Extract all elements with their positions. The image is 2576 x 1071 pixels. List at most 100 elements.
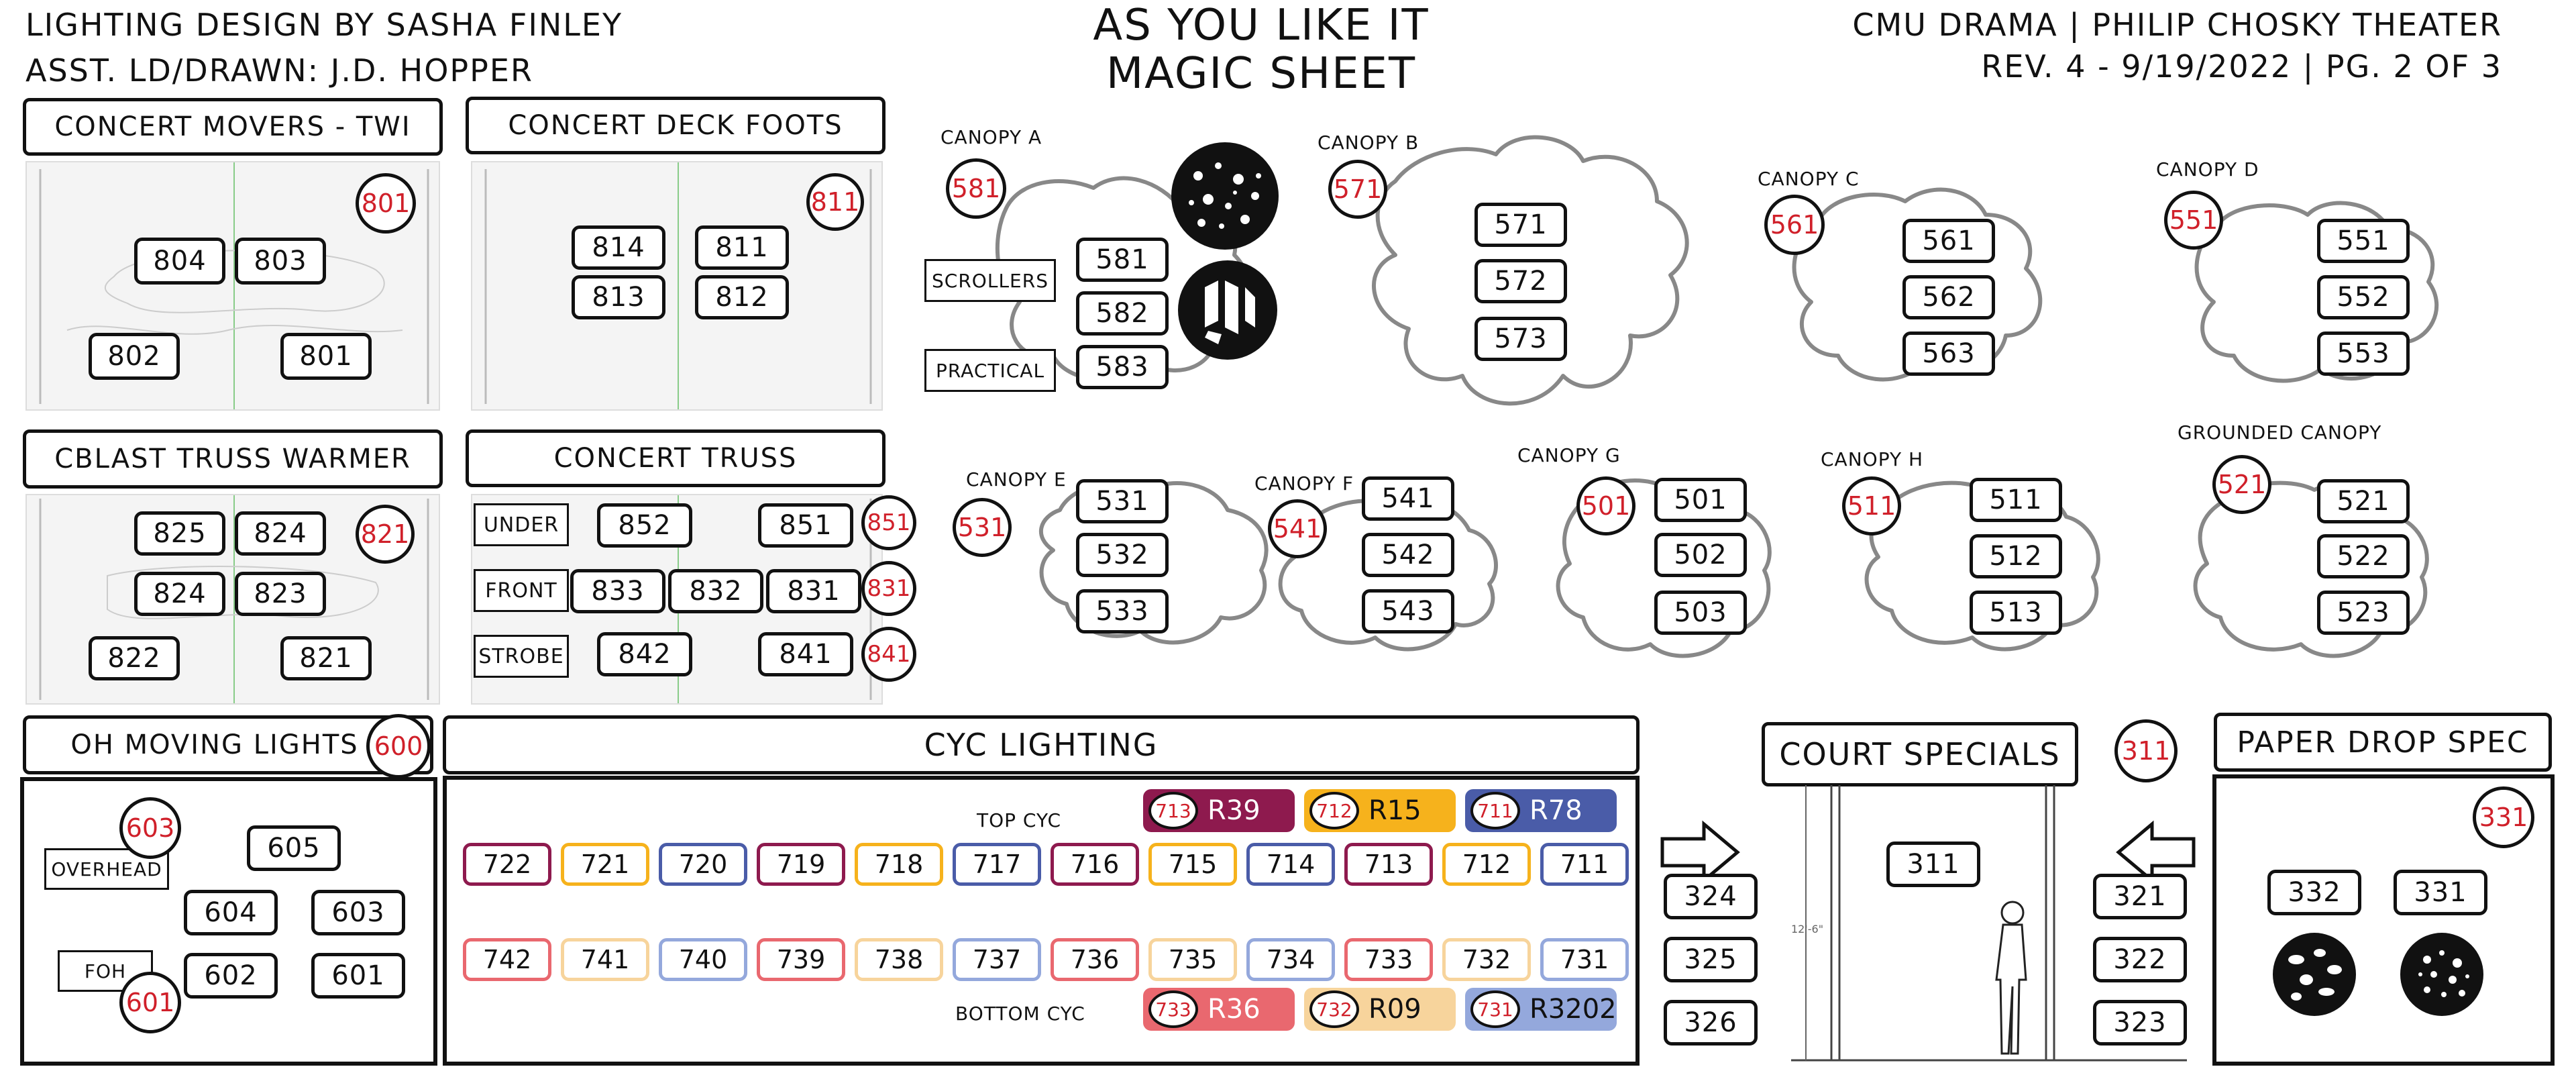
canopy-h-channel[interactable]: 513 — [1970, 591, 2062, 635]
truss-channel[interactable]: 833 — [570, 569, 665, 613]
canopy-d-channel[interactable]: 552 — [2317, 275, 2410, 319]
deck-group[interactable]: 811 — [806, 173, 864, 231]
oh-channel[interactable]: 605 — [247, 825, 341, 871]
cblast-channel[interactable]: 822 — [89, 636, 180, 680]
canopy-h-channel[interactable]: 511 — [1970, 478, 2062, 522]
court-right-channel[interactable]: 323 — [2093, 1000, 2187, 1046]
deck-channel[interactable]: 814 — [572, 225, 665, 270]
canopy-a-channel[interactable]: 581 — [1076, 238, 1169, 282]
grounded-canopy-channel[interactable]: 522 — [2317, 534, 2410, 578]
cyc-top-channel[interactable]: 711 — [1540, 843, 1629, 886]
canopy-f-channel[interactable]: 541 — [1362, 476, 1454, 521]
oh-overhead-group[interactable]: 603 — [119, 797, 181, 859]
grounded-canopy-channel[interactable]: 523 — [2317, 591, 2410, 635]
movers-channel[interactable]: 802 — [89, 333, 180, 380]
cyc-bottom-channel[interactable]: 733 — [1344, 938, 1433, 981]
cblast-channel[interactable]: 821 — [280, 636, 372, 680]
cyc-bottom-channel[interactable]: 737 — [953, 938, 1041, 981]
canopy-c-channel[interactable]: 561 — [1902, 219, 1995, 263]
oh-channel[interactable]: 602 — [184, 953, 278, 999]
cyc-top-channel[interactable]: 720 — [659, 843, 747, 886]
canopy-g-channel[interactable]: 502 — [1654, 533, 1747, 577]
cyc-bottom-channel[interactable]: 735 — [1148, 938, 1237, 981]
canopy-e-channel[interactable]: 532 — [1076, 533, 1169, 577]
court-right-channel[interactable]: 322 — [2093, 937, 2187, 982]
oh-channel[interactable]: 601 — [311, 953, 405, 999]
truss-channel[interactable]: 841 — [758, 632, 853, 676]
truss-channel[interactable]: 852 — [597, 503, 692, 548]
cyc-bottom-channel[interactable]: 732 — [1442, 938, 1531, 981]
grounded-canopy-channel[interactable]: 521 — [2317, 479, 2410, 523]
oh-channel[interactable]: 603 — [311, 890, 405, 935]
canopy-f-group[interactable]: 541 — [1268, 499, 1327, 558]
oh-foh-group[interactable]: 601 — [119, 972, 181, 1033]
movers-channel[interactable]: 801 — [280, 333, 372, 380]
cyc-top-channel[interactable]: 716 — [1051, 843, 1139, 886]
court-left-channel[interactable]: 325 — [1664, 937, 1758, 982]
movers-group[interactable]: 801 — [356, 173, 416, 234]
cyc-top-channel[interactable]: 718 — [855, 843, 943, 886]
truss-group[interactable]: 831 — [861, 561, 916, 616]
canopy-g-channel[interactable]: 501 — [1654, 478, 1747, 522]
cblast-channel[interactable]: 824 — [134, 572, 225, 616]
movers-channel[interactable]: 804 — [134, 238, 225, 285]
canopy-h-channel[interactable]: 512 — [1970, 534, 2062, 578]
oh-channel[interactable]: 604 — [184, 890, 278, 935]
cyc-top-channel[interactable]: 715 — [1148, 843, 1237, 886]
court-left-channel[interactable]: 326 — [1664, 1000, 1758, 1046]
cblast-channel[interactable]: 823 — [235, 572, 326, 616]
canopy-e-group[interactable]: 531 — [953, 498, 1012, 557]
deck-channel[interactable]: 813 — [572, 275, 665, 319]
deck-channel[interactable]: 812 — [695, 275, 789, 319]
cblast-group[interactable]: 821 — [356, 505, 415, 564]
canopy-g-channel[interactable]: 503 — [1654, 591, 1747, 635]
court-right-channel[interactable]: 321 — [2093, 874, 2187, 919]
canopy-b-channel[interactable]: 571 — [1474, 203, 1567, 247]
canopy-d-group[interactable]: 551 — [2164, 191, 2223, 250]
canopy-h-group[interactable]: 511 — [1842, 476, 1901, 536]
cyc-top-channel[interactable]: 717 — [953, 843, 1041, 886]
canopy-c-group[interactable]: 561 — [1764, 195, 1825, 255]
truss-group[interactable]: 851 — [861, 495, 916, 550]
cyc-top-channel[interactable]: 714 — [1246, 843, 1335, 886]
canopy-e-channel[interactable]: 531 — [1076, 479, 1169, 523]
truss-channel[interactable]: 842 — [597, 632, 692, 676]
court-center-channel[interactable]: 311 — [1886, 842, 1980, 887]
canopy-f-channel[interactable]: 542 — [1362, 533, 1454, 577]
canopy-c-channel[interactable]: 563 — [1902, 332, 1995, 376]
truss-group[interactable]: 841 — [861, 627, 916, 682]
canopy-a-channel[interactable]: 583 — [1076, 345, 1169, 389]
truss-channel[interactable]: 831 — [766, 569, 861, 613]
cyc-bottom-channel[interactable]: 736 — [1051, 938, 1139, 981]
cyc-top-channel[interactable]: 713 — [1344, 843, 1433, 886]
grounded-canopy-group[interactable]: 521 — [2212, 455, 2271, 514]
court-group[interactable]: 311 — [2114, 719, 2178, 782]
cyc-bottom-channel[interactable]: 734 — [1246, 938, 1335, 981]
canopy-a-channel[interactable]: 582 — [1076, 291, 1169, 336]
court-left-channel[interactable]: 324 — [1664, 874, 1758, 919]
cblast-channel[interactable]: 824 — [235, 511, 326, 556]
canopy-e-channel[interactable]: 533 — [1076, 589, 1169, 633]
truss-channel[interactable]: 851 — [758, 503, 853, 548]
cyc-top-channel[interactable]: 722 — [463, 843, 551, 886]
canopy-b-group[interactable]: 571 — [1328, 160, 1387, 219]
paper-group[interactable]: 331 — [2473, 786, 2534, 848]
cblast-channel[interactable]: 825 — [134, 511, 225, 556]
deck-channel[interactable]: 811 — [695, 225, 789, 270]
cyc-bottom-channel[interactable]: 740 — [659, 938, 747, 981]
paper-channel[interactable]: 332 — [2267, 870, 2361, 915]
cyc-top-channel[interactable]: 721 — [561, 843, 649, 886]
paper-channel[interactable]: 331 — [2394, 870, 2487, 915]
canopy-g-group[interactable]: 501 — [1576, 476, 1635, 536]
truss-channel[interactable]: 832 — [668, 569, 763, 613]
cyc-bottom-channel[interactable]: 738 — [855, 938, 943, 981]
cyc-bottom-channel[interactable]: 739 — [757, 938, 845, 981]
cyc-bottom-channel[interactable]: 731 — [1540, 938, 1629, 981]
movers-channel[interactable]: 803 — [235, 238, 326, 285]
canopy-f-channel[interactable]: 543 — [1362, 589, 1454, 633]
